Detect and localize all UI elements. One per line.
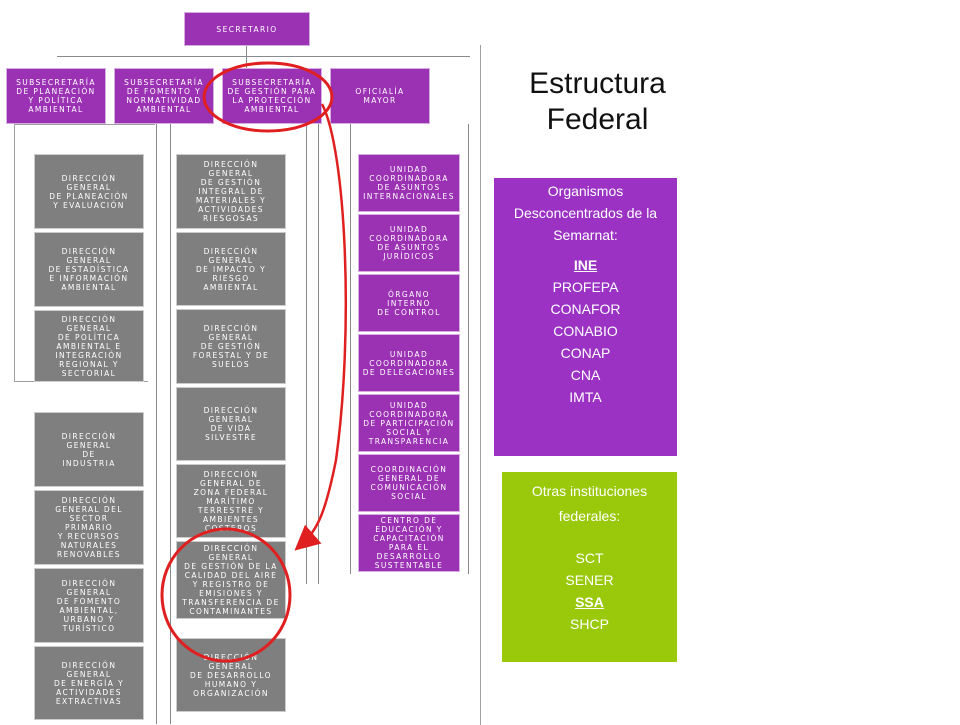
connector-gestion-left	[170, 124, 171, 724]
direccion-label: DIRECCIÓN GENERAL DE ESTADÍSTICA E INFOR…	[48, 247, 130, 292]
otras-instituciones-panel: Otras instituciones federales: SCT SENER…	[502, 472, 677, 662]
direccion-desarrollo-humano: DIRECCIÓN GENERAL DE DESARROLLO HUMANO Y…	[176, 638, 286, 712]
connector-oficialia-left	[350, 124, 351, 574]
direccion-label: DIRECCIÓN GENERAL DE GESTIÓN DE LA CALID…	[182, 544, 280, 616]
direccion-estadistica: DIRECCIÓN GENERAL DE ESTADÍSTICA E INFOR…	[34, 232, 144, 307]
subsecretaria-gestion-box: SUBSECRETARÍA DE GESTIÓN PARA LA PROTECC…	[222, 68, 322, 124]
organismos-item: CONAP	[560, 345, 611, 361]
direccion-label: DIRECCIÓN GENERAL DE DESARROLLO HUMANO Y…	[190, 652, 272, 698]
organismos-heading-2: Desconcentrados de la	[513, 205, 658, 221]
direccion-label: DIRECCIÓN GENERAL DE GESTIÓN INTEGRAL DE…	[195, 160, 267, 223]
direccion-planeacion-evaluacion: DIRECCIÓN GENERAL DE PLANEACIÓN Y EVALUA…	[34, 154, 144, 229]
direccion-forestal-suelos: DIRECCIÓN GENERAL DE GESTIÓN FORESTAL Y …	[176, 309, 286, 384]
otras-item-ssa: SSA	[575, 594, 604, 610]
organismos-item-ine: INE	[573, 257, 598, 273]
subsecretaria-fomento-label: SUBSECRETARÍA DE FOMENTO Y NORMATIVIDAD …	[124, 78, 204, 114]
unidad-label: UNIDAD COORDINADORA DE PARTICIPACIÓN SOC…	[363, 400, 455, 446]
subsecretaria-planeacion-box: SUBSECRETARÍA DE PLANEACIÓN Y POLÍTICA A…	[6, 68, 106, 124]
direccion-label: DIRECCIÓN GENERAL DEL SECTOR PRIMARIO Y …	[55, 496, 123, 559]
organo-interno-control: ÓRGANO INTERNO DE CONTROL	[358, 274, 460, 332]
otras-item: SENER	[565, 572, 614, 588]
direccion-politica-ambiental: DIRECCIÓN GENERAL DE POLÍTICA AMBIENTAL …	[34, 310, 144, 382]
connector-main-vertical	[246, 46, 247, 68]
unidad-label: COORDINACIÓN GENERAL DE COMUNICACIÓN SOC…	[370, 465, 448, 501]
oficialia-mayor-label: OFICIALÍA MAYOR	[355, 87, 405, 105]
direccion-label: DIRECCIÓN GENERAL DE PLANEACIÓN Y EVALUA…	[49, 173, 129, 210]
organismos-heading-1: Organismos	[547, 183, 624, 199]
direccion-impacto-riesgo: DIRECCIÓN GENERAL DE IMPACTO Y RIESGO AM…	[176, 232, 286, 306]
organismos-item: CONAFOR	[550, 301, 621, 317]
otras-item: SCT	[575, 550, 604, 566]
unidad-label: UNIDAD COORDINADORA DE DELEGACIONES	[362, 349, 456, 377]
direccion-sector-primario: DIRECCIÓN GENERAL DEL SECTOR PRIMARIO Y …	[34, 490, 144, 565]
direccion-label: DIRECCIÓN GENERAL DE VIDA SILVESTRE	[203, 406, 259, 442]
direccion-label: DIRECCIÓN GENERAL DE POLÍTICA AMBIENTAL …	[55, 314, 123, 378]
direccion-label: DIRECCIÓN GENERAL DE IMPACTO Y RIESGO AM…	[195, 246, 267, 292]
connector-gestion-right	[306, 124, 307, 584]
organismos-panel: Organismos Desconcentrados de la Semarna…	[494, 178, 677, 456]
direccion-materiales-riesgosas: DIRECCIÓN GENERAL DE GESTIÓN INTEGRAL DE…	[176, 154, 286, 229]
direccion-vida-silvestre: DIRECCIÓN GENERAL DE VIDA SILVESTRE	[176, 387, 286, 461]
otras-item: SHCP	[570, 616, 609, 632]
coordinacion-comunicacion-social: COORDINACIÓN GENERAL DE COMUNICACIÓN SOC…	[358, 454, 460, 512]
direccion-label: DIRECCIÓN GENERAL DE INDUSTRIA	[61, 431, 117, 468]
direccion-label: DIRECCIÓN GENERAL DE FOMENTO AMBIENTAL, …	[56, 578, 122, 633]
connector-top-horizontal	[57, 56, 470, 57]
otras-heading-2: federales:	[558, 508, 621, 524]
subsecretaria-gestion-label: SUBSECRETARÍA DE GESTIÓN PARA LA PROTECC…	[227, 78, 317, 114]
organismos-heading-3: Semarnat:	[553, 227, 618, 243]
fomento-frame	[24, 124, 155, 724]
organismos-item: CNA	[570, 367, 601, 383]
unidad-label: CENTRO DE EDUCACIÓN Y CAPACITACIÓN PARA …	[373, 516, 445, 570]
otras-heading-1: Otras instituciones	[531, 483, 648, 499]
direccion-calidad-aire: DIRECCIÓN GENERAL DE GESTIÓN DE LA CALID…	[176, 541, 286, 619]
unidad-delegaciones: UNIDAD COORDINADORA DE DELEGACIONES	[358, 334, 460, 392]
secretario-label: SECRETARIO	[216, 24, 278, 34]
subsecretaria-fomento-box: SUBSECRETARÍA DE FOMENTO Y NORMATIVIDAD …	[114, 68, 214, 124]
oficialia-mayor-box: OFICIALÍA MAYOR	[330, 68, 430, 124]
direccion-label: DIRECCIÓN GENERAL DE ENERGÍA Y ACTIVIDAD…	[53, 660, 125, 706]
unidad-label: UNIDAD COORDINADORA DE ASUNTOS INTERNACI…	[363, 165, 455, 201]
secretario-box: SECRETARIO	[184, 12, 310, 46]
connector-gestion-mid	[318, 124, 319, 584]
connector-oficialia-right	[468, 124, 469, 574]
direccion-zona-federal: DIRECCIÓN GENERAL DE ZONA FEDERAL MARÍTI…	[176, 464, 286, 538]
unidad-asuntos-internacionales: UNIDAD COORDINADORA DE ASUNTOS INTERNACI…	[358, 154, 460, 212]
organismos-item: CONABIO	[553, 323, 618, 339]
unidad-asuntos-juridicos: UNIDAD COORDINADORA DE ASUNTOS JURÍDICOS	[358, 214, 460, 272]
unidad-label: UNIDAD COORDINADORA DE ASUNTOS JURÍDICOS	[369, 225, 449, 261]
organismos-item: IMTA	[569, 389, 602, 405]
page-title: Estructura Federal	[505, 66, 690, 138]
outer-frame	[0, 45, 481, 725]
direccion-energia: DIRECCIÓN GENERAL DE ENERGÍA Y ACTIVIDAD…	[34, 646, 144, 720]
centro-educacion-capacitacion: CENTRO DE EDUCACIÓN Y CAPACITACIÓN PARA …	[358, 514, 460, 572]
connector-fomento-vertical	[156, 124, 157, 724]
direccion-fomento-ambiental: DIRECCIÓN GENERAL DE FOMENTO AMBIENTAL, …	[34, 568, 144, 643]
direccion-label: DIRECCIÓN GENERAL DE GESTIÓN FORESTAL Y …	[192, 324, 270, 369]
unidad-participacion-social: UNIDAD COORDINADORA DE PARTICIPACIÓN SOC…	[358, 394, 460, 452]
title-line-1: Estructura	[529, 67, 666, 100]
subsecretaria-planeacion-label: SUBSECRETARÍA DE PLANEACIÓN Y POLÍTICA A…	[16, 78, 96, 114]
unidad-label: ÓRGANO INTERNO DE CONTROL	[377, 289, 441, 317]
title-line-2: Federal	[546, 103, 649, 136]
direccion-industria: DIRECCIÓN GENERAL DE INDUSTRIA	[34, 412, 144, 487]
direccion-label: DIRECCIÓN GENERAL DE ZONA FEDERAL MARÍTI…	[193, 469, 269, 533]
organismos-item: PROFEPA	[552, 279, 619, 295]
